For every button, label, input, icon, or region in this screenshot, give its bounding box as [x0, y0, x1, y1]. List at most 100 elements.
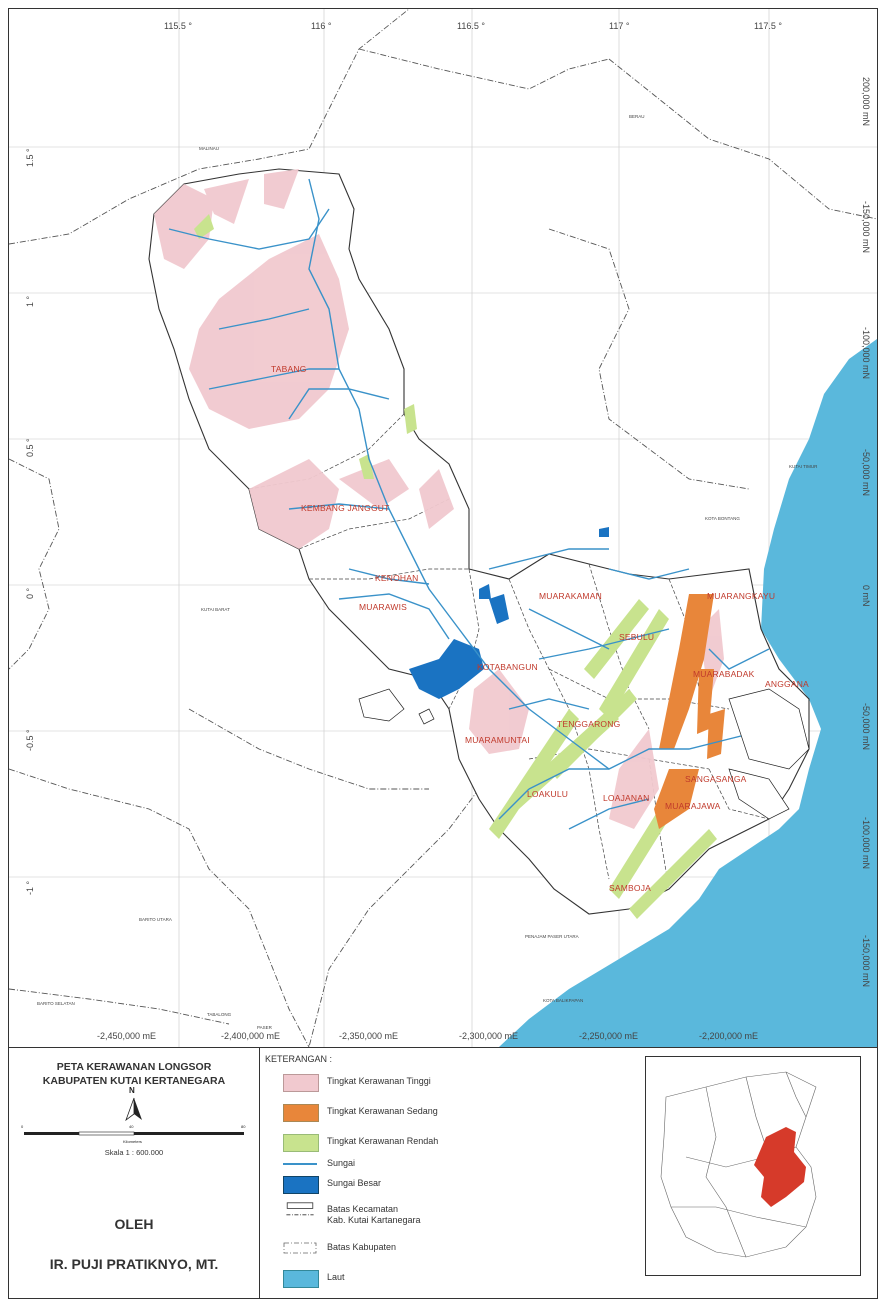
left-tick: -0.5 °	[25, 729, 35, 751]
district-label: KENOHAN	[375, 573, 419, 583]
title-panel: PETA KERAWANAN LONGSOR KABUPATEN KUTAI K…	[9, 1048, 260, 1299]
legend-label: Batas Kabupaten	[327, 1242, 397, 1252]
left-tick: 0.5 °	[25, 438, 35, 457]
region-label: KUTAI TIMUR	[789, 464, 818, 469]
inset-map-canvas	[660, 1071, 817, 1258]
left-tick: 0 °	[25, 587, 35, 599]
right-tick: 200,000 mN	[861, 77, 871, 127]
district-label: KEMBANG JANGGUT	[301, 503, 390, 513]
region-label: BARITO SELATAN	[37, 1001, 75, 1006]
right-tick: -150,000 mN	[861, 935, 871, 988]
legend-swatch	[283, 1074, 319, 1092]
district-label: TABANG	[271, 364, 307, 374]
district-label: KOTABANGUN	[477, 662, 538, 672]
map-title-line2: KABUPATEN KUTAI KERTANEGARA	[42, 1075, 226, 1087]
scale-text: Skala 1 : 600.000	[104, 1148, 164, 1157]
top-tick: 116 °	[311, 21, 332, 31]
mahakam-delta	[358, 688, 810, 820]
scale-tick-label: 40	[129, 1124, 134, 1129]
risk-medium-areas	[654, 594, 725, 829]
top-tick: 116.5 °	[457, 21, 485, 31]
left-tick: 1.5 °	[25, 148, 35, 167]
map-frame: 115.5 ° 116 ° 116.5 ° 117 ° 117.5 ° 1.5 …	[8, 8, 878, 1299]
top-tick: 115.5 °	[164, 21, 192, 31]
legend-label: Sungai	[327, 1158, 356, 1168]
district-label: MUARABADAK	[693, 669, 755, 679]
map-title: PETA KERAWANAN LONGSOR KABUPATEN KUTAI K…	[9, 1060, 259, 1088]
right-tick: -100,000 mN	[861, 817, 871, 870]
legend-swatch	[283, 1176, 319, 1194]
legend-label: Tingkat Kerawanan Tinggi	[327, 1076, 431, 1086]
region-label: KOTA BONTANG	[705, 516, 740, 521]
bottom-tick: -2,350,000 mE	[339, 1031, 399, 1041]
district-label: ANGGANA	[765, 679, 809, 689]
district-label: SAMBOJA	[609, 883, 652, 893]
left-tick: -1 °	[25, 880, 35, 895]
district-label: SANGASANGA	[685, 774, 747, 784]
region-label: KOTA BALIKPAPAN	[543, 998, 584, 1003]
inset-map	[645, 1056, 861, 1276]
river-line-icon	[283, 1163, 317, 1165]
map-margin-panels: PETA KERAWANAN LONGSOR KABUPATEN KUTAI K…	[9, 1047, 877, 1299]
bottom-tick: -2,250,000 mE	[579, 1031, 639, 1041]
district-boundary-icon	[286, 1202, 314, 1216]
region-label: TABALONG	[207, 1012, 232, 1017]
map-canvas	[9, 9, 877, 1047]
map-area: 115.5 ° 116 ° 116.5 ° 117 ° 117.5 ° 1.5 …	[9, 9, 877, 1047]
legend-swatch	[283, 1270, 319, 1288]
bottom-tick: -2,300,000 mE	[459, 1031, 519, 1041]
region-label: KUTAI BARAT	[201, 607, 230, 612]
right-tick: -50,000 mN	[861, 703, 871, 751]
legend-label: Tingkat Kerawanan Rendah	[327, 1136, 439, 1146]
legend-label: Batas Kecamatan Kab. Kutai Kartanegara	[327, 1204, 421, 1226]
region-label: BERAU	[629, 114, 645, 119]
legend-label: Tingkat Kerawanan Sedang	[327, 1106, 438, 1116]
author-label: OLEH	[114, 1216, 154, 1232]
scale-tick-label: 80	[241, 1124, 246, 1129]
bottom-tick: -2,450,000 mE	[97, 1031, 157, 1041]
district-label: SEBULU	[619, 632, 655, 642]
author-name: IR. PUJI PRATIKNYO, MT.	[49, 1256, 219, 1272]
district-label: MUARAKAMAN	[539, 591, 602, 601]
legend-swatch	[283, 1104, 319, 1122]
district-label: MUARANGKAYU	[707, 591, 776, 601]
district-label: MUARAMUNTAI	[465, 735, 530, 745]
regency-boundaries	[9, 9, 877, 1047]
big-river-lakes	[409, 527, 609, 699]
region-label: MALINAU	[199, 146, 220, 151]
sea-area	[499, 339, 877, 1047]
legend-label-line2: Kab. Kutai Kartanegara	[327, 1215, 421, 1225]
region-label: PASER	[257, 1025, 272, 1030]
right-tick: -150,000 mN	[861, 201, 871, 254]
top-tick: 117 °	[609, 21, 630, 31]
region-label: PENAJAM PASER UTARA	[525, 934, 579, 939]
map-title-line1: PETA KERAWANAN LONGSOR	[56, 1061, 212, 1073]
risk-high-areas	[154, 169, 724, 829]
inset-borders	[660, 1071, 817, 1258]
scale-unit: Kilometers	[123, 1139, 142, 1144]
north-label: N	[129, 1086, 135, 1095]
regency-boundary-icon	[283, 1242, 317, 1254]
bottom-tick: -2,400,000 mE	[221, 1031, 281, 1041]
legend-swatch	[283, 1134, 319, 1152]
right-tick: 0 mN	[861, 585, 871, 607]
right-tick: -100,000 mN	[861, 327, 871, 380]
legend-heading: KETERANGAN :	[265, 1054, 333, 1064]
district-label: LOAJANAN	[603, 793, 650, 803]
river-network	[168, 178, 770, 830]
scale-bar	[24, 1131, 244, 1136]
region-label: BARITO UTARA	[139, 917, 172, 922]
legend-label: Laut	[327, 1272, 345, 1282]
legend-panel: KETERANGAN : Tingkat Kerawanan Tinggi Ti…	[261, 1048, 877, 1299]
scale-tick-label: 0	[21, 1124, 24, 1129]
right-tick: -50,000 mN	[861, 449, 871, 497]
legend-label: Sungai Besar	[327, 1178, 382, 1188]
north-arrow-icon	[125, 1097, 142, 1122]
left-tick: 1 °	[25, 295, 35, 307]
district-label: MUARAWIS	[359, 602, 408, 612]
district-label: TENGGARONG	[557, 719, 621, 729]
district-label: MUARAJAWA	[665, 801, 721, 811]
top-tick: 117.5 °	[754, 21, 782, 31]
legend-label-line1: Batas Kecamatan	[327, 1204, 399, 1214]
bottom-tick: -2,200,000 mE	[699, 1031, 759, 1041]
